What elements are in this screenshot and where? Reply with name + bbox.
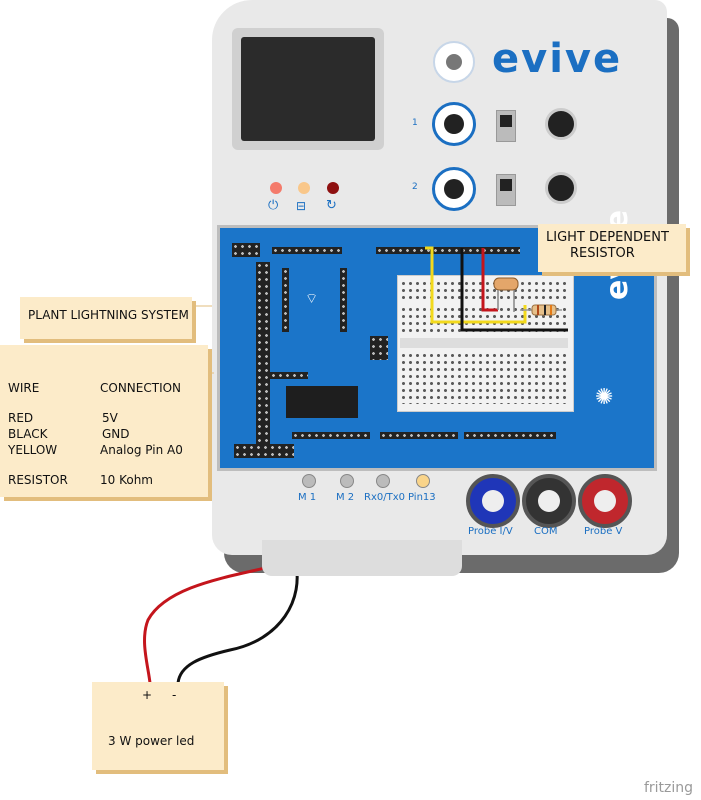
- m1-label: M 1: [298, 492, 317, 503]
- probe-v-label: Probe V: [584, 526, 623, 537]
- led-minus: -: [172, 688, 177, 702]
- resistor-label: RESISTOR: [8, 473, 68, 487]
- icsp-header: [232, 243, 260, 257]
- led-plus: +: [142, 688, 153, 702]
- potentiometer-1[interactable]: [432, 102, 476, 146]
- knob-icon: [444, 179, 464, 199]
- power-led: [270, 182, 282, 194]
- m2-led: [340, 474, 354, 488]
- com-jack[interactable]: [522, 474, 576, 528]
- power-icon: ⏻: [268, 198, 279, 213]
- esp-header-right: [340, 268, 347, 332]
- probe-v-jack[interactable]: [578, 474, 632, 528]
- red-wire: [481, 248, 498, 312]
- brand-logo: evive: [492, 36, 623, 82]
- navigation-joystick[interactable]: [433, 41, 475, 83]
- com-label: COM: [534, 526, 558, 537]
- reset-led: [327, 182, 339, 194]
- breadboard-grid-bottom: [400, 352, 568, 404]
- battery-icon: ⊟: [296, 199, 307, 213]
- wire-black: BLACK: [8, 427, 48, 441]
- ldr-component: [493, 277, 519, 291]
- m2-label: M 2: [336, 492, 355, 503]
- ldr-annotation: LIGHT DEPENDENT RESISTOR: [538, 224, 686, 272]
- top-pin-header: [272, 247, 342, 254]
- analog-pin-header: [376, 247, 520, 254]
- system-title: PLANT LIGHTNING SYSTEM: [28, 308, 189, 322]
- ldr-line2: RESISTOR: [570, 246, 635, 261]
- fritzing-logo: fritzing: [643, 780, 693, 796]
- potentiometer-2[interactable]: [432, 167, 476, 211]
- knob-1-label: 1: [412, 118, 418, 128]
- bottom-connector-strip: [262, 540, 462, 576]
- connection-gnd: GND: [102, 427, 130, 441]
- led-positive-wire: [143, 558, 296, 684]
- battery-led: [298, 182, 310, 194]
- rx-tx-led: [376, 474, 390, 488]
- yellow-wire: [425, 246, 527, 324]
- wire-red: RED: [8, 411, 34, 425]
- breadboard-channel: [400, 338, 568, 348]
- icsp-pins: [370, 336, 388, 360]
- bottom-header-2: [380, 432, 458, 439]
- led-negative-wire: [176, 559, 299, 684]
- power-led-annotation: + - 3 W power led: [92, 682, 224, 770]
- ic-chip: [286, 386, 358, 418]
- resistor-value: 10 Kohm: [100, 473, 153, 487]
- bottom-header-3: [464, 432, 556, 439]
- connection-a0: Analog Pin A0: [100, 443, 183, 457]
- tft-screen: [241, 37, 375, 141]
- slide-switch-1[interactable]: [496, 110, 516, 142]
- push-button-2[interactable]: [545, 172, 577, 204]
- board-logo-icon: ✺: [595, 385, 614, 410]
- pin13-led: [416, 474, 430, 488]
- m1-led: [302, 474, 316, 488]
- black-wire: [460, 248, 568, 332]
- jp1-header: [270, 372, 308, 379]
- system-annotation: PLANT LIGHTNING SYSTEM: [20, 297, 192, 339]
- rx-tx-label: Rx0/Tx0: [364, 492, 405, 503]
- pin13-label: Pin13: [408, 492, 436, 503]
- wiring-annotation: WIRE CONNECTION RED 5V BLACK GND YELLOW …: [0, 345, 208, 497]
- reset-icon: ↻: [326, 198, 337, 213]
- knob-2-label: 2: [412, 182, 418, 192]
- joystick-cap-icon: [446, 54, 462, 70]
- connection-col-header: CONNECTION: [100, 381, 182, 395]
- slide-switch-2[interactable]: [496, 174, 516, 206]
- left-pin-header: [256, 262, 270, 448]
- esp-header-left: [282, 268, 289, 332]
- probe-iv-jack[interactable]: [466, 474, 520, 528]
- knob-icon: [444, 114, 464, 134]
- wire-col-header: WIRE: [8, 381, 40, 395]
- touch-header: [234, 444, 294, 458]
- probe-iv-label: Probe I/V: [468, 526, 513, 537]
- connection-5v: 5V: [102, 411, 118, 425]
- push-button-1[interactable]: [545, 108, 577, 140]
- wire-yellow: YELLOW: [8, 443, 58, 457]
- led-label: 3 W power led: [108, 734, 195, 748]
- bottom-header-1: [292, 432, 370, 439]
- wifi-icon: ⌔: [305, 291, 319, 307]
- ldr-line1: LIGHT DEPENDENT: [546, 230, 669, 245]
